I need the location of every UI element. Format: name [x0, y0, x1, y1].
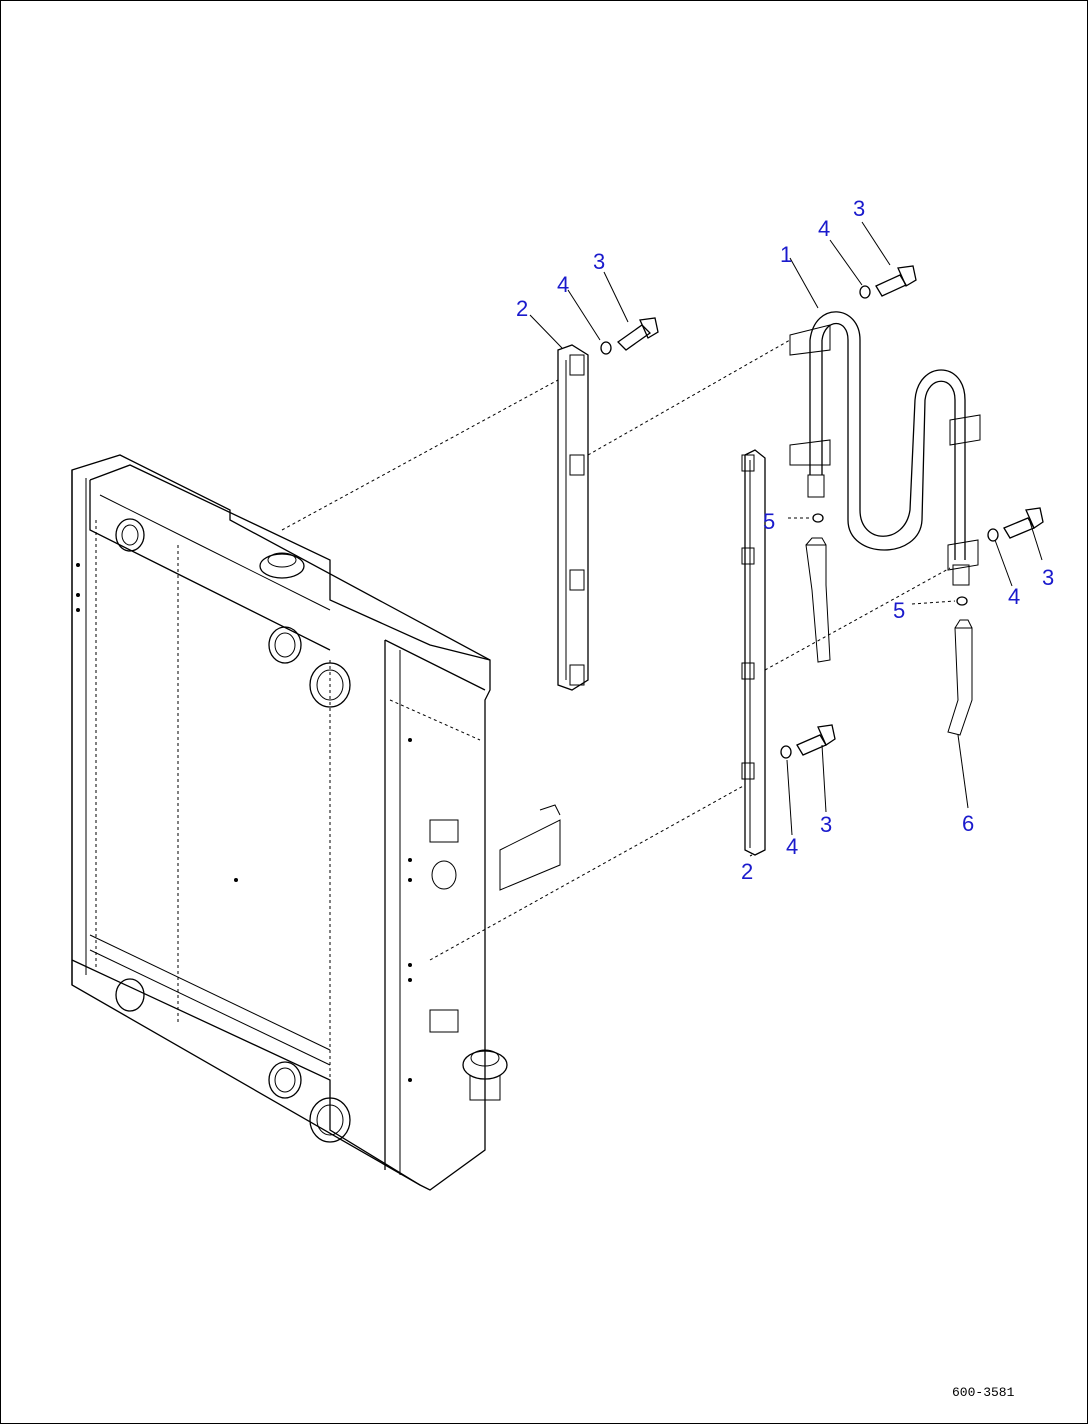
tube-assembly — [789, 311, 981, 586]
callout-3-top-right: 3 — [853, 196, 865, 221]
callout-2-bottom: 2 — [741, 859, 753, 884]
callout-2-top: 2 — [516, 296, 528, 321]
callout-1: 1 — [780, 242, 792, 267]
o-ring-left — [812, 513, 824, 523]
bolt-washer-bottom — [780, 724, 836, 759]
bolt-washer-top-left — [600, 317, 659, 355]
bolt-washer-right — [987, 507, 1044, 542]
bracket-rail-upper — [557, 344, 589, 691]
radiator-assembly — [71, 454, 561, 1191]
callout-4-right: 4 — [1008, 584, 1020, 609]
bolt-washer-top-right — [859, 265, 917, 299]
callout-4-top-right: 4 — [818, 216, 830, 241]
bracket-rail-lower — [741, 449, 766, 856]
o-ring-right — [956, 596, 968, 606]
assembly-lines — [281, 339, 956, 961]
callout-4-bottom: 4 — [786, 834, 798, 859]
callout-4-top-left: 4 — [557, 272, 569, 297]
hose-left — [805, 537, 831, 663]
callout-6: 6 — [962, 811, 974, 836]
callout-3-bottom: 3 — [820, 812, 832, 837]
callout-5-right: 5 — [893, 598, 905, 623]
callout-3-top-left: 3 — [593, 249, 605, 274]
leader-lines — [529, 221, 1043, 857]
hose-right — [947, 619, 973, 736]
callout-3-right: 3 — [1042, 565, 1054, 590]
drawing-code: 600-3581 — [952, 1385, 1015, 1400]
callout-5-left: 5 — [763, 509, 775, 534]
